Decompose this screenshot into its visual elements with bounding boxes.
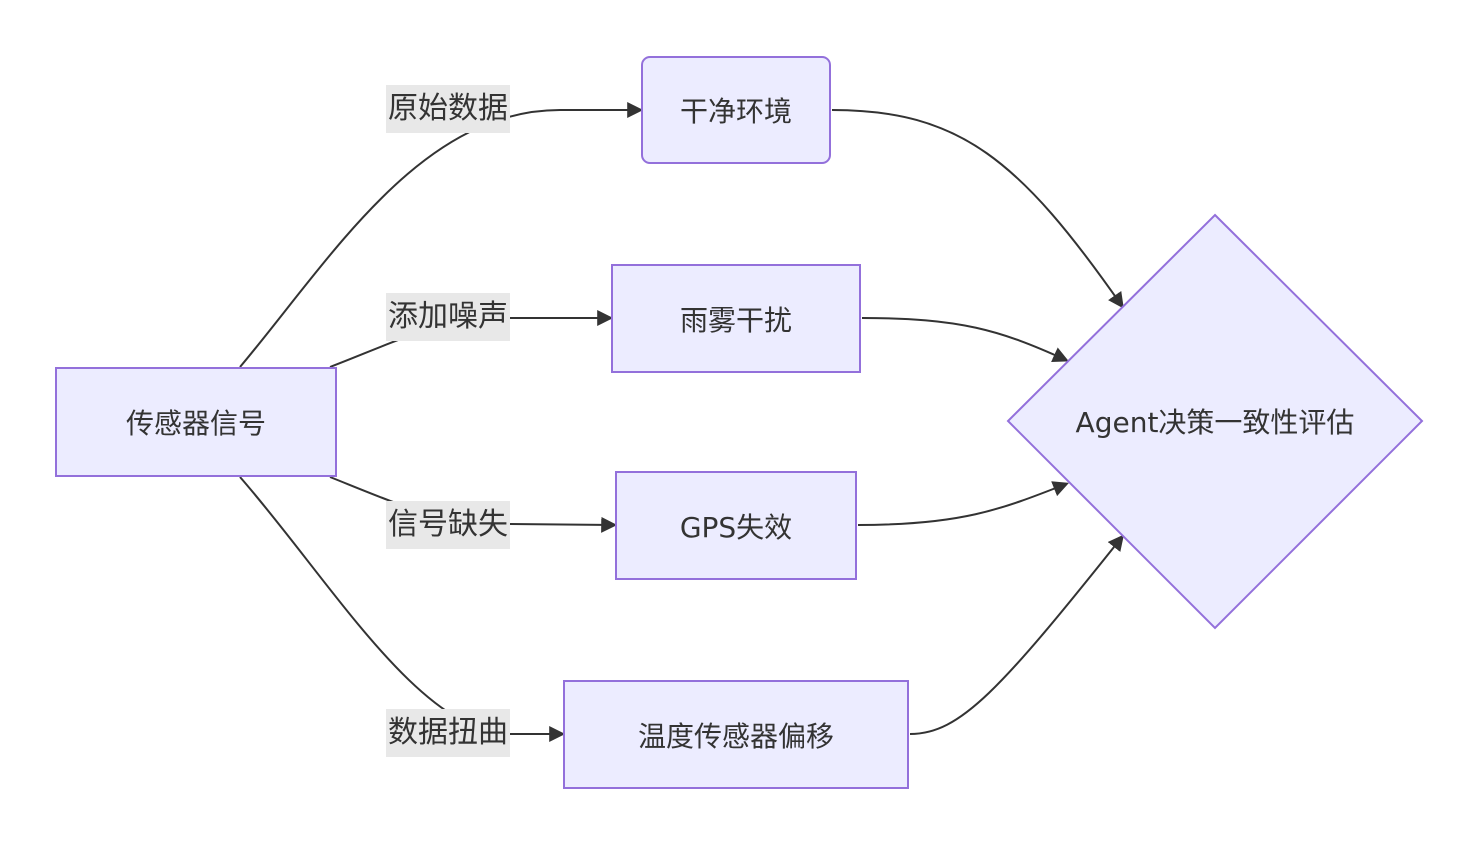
node-temperature-sensor-drift: 温度传感器偏移 (563, 680, 909, 789)
edge-label-raw-data: 原始数据 (386, 85, 510, 133)
edge-label-data-distortion: 数据扭曲 (386, 709, 510, 757)
edge-rain-fog-to-decision (861, 317, 1069, 362)
edge-label-signal-missing: 信号缺失 (386, 501, 510, 549)
edge-gps-to-decision (857, 481, 1069, 526)
edge-label-add-noise: 添加噪声 (386, 293, 510, 341)
node-clean-environment: 干净环境 (641, 56, 831, 164)
decision-label: Agent决策一致性评估 (1075, 406, 1355, 439)
node-gps-failure: GPS失效 (615, 471, 857, 580)
edge-clean-to-decision (831, 109, 1124, 309)
node-rain-fog-interference: 雨雾干扰 (611, 264, 861, 373)
edge-source-to-clean (239, 102, 644, 368)
edge-temp-to-decision (909, 534, 1124, 735)
node-sensor-signal: 传感器信号 (55, 367, 337, 477)
decision-diamond (1006, 213, 1424, 630)
